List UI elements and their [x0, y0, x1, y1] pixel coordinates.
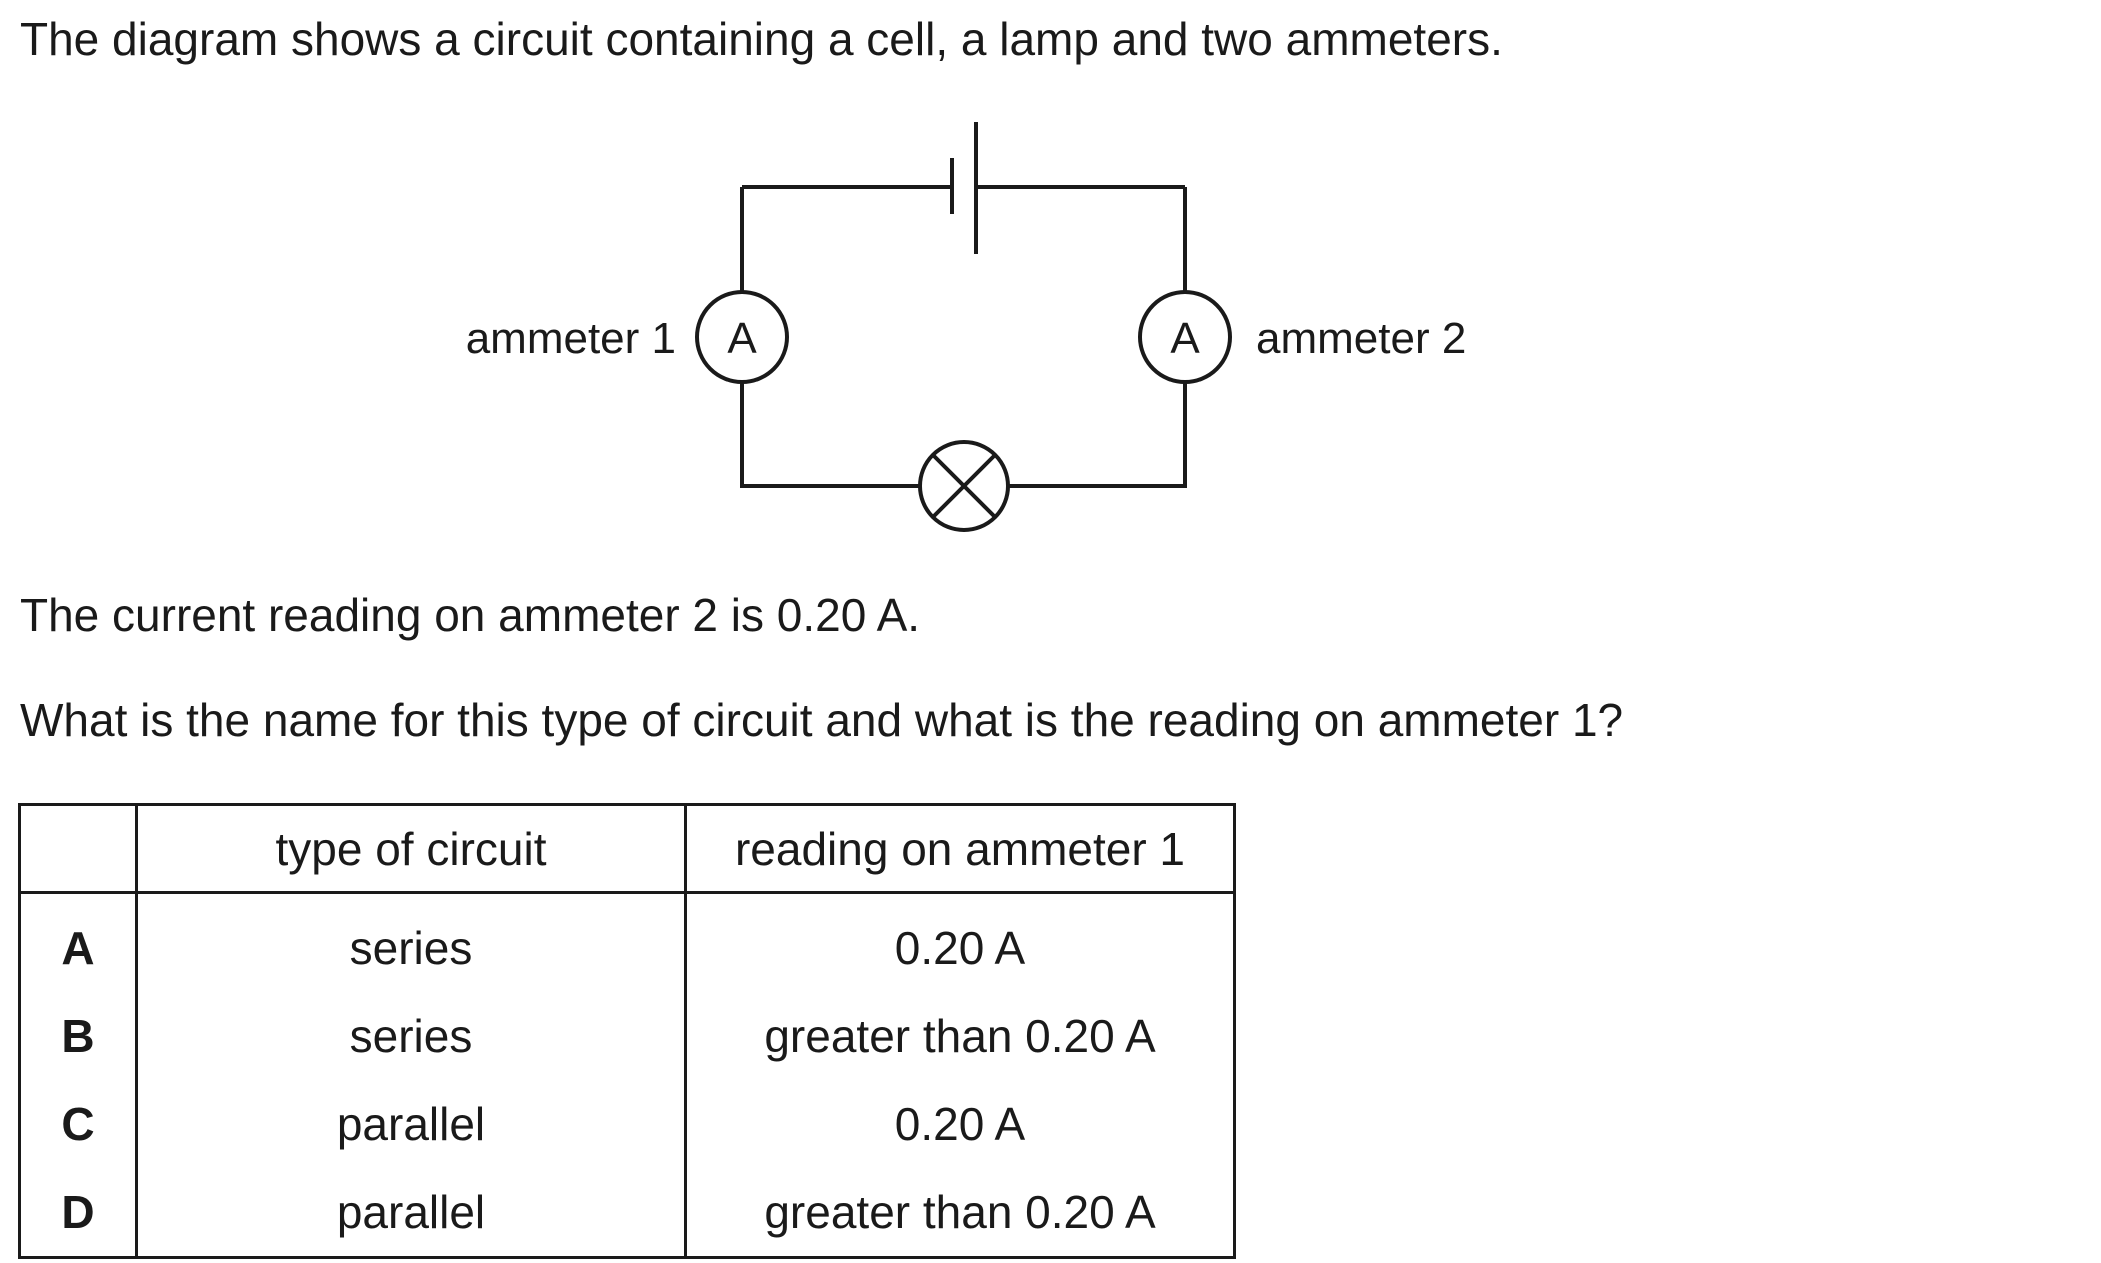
header-blank — [18, 803, 138, 894]
current-statement: The current reading on ammeter 2 is 0.20… — [20, 589, 921, 641]
option-type: series — [135, 892, 687, 992]
option-type: parallel — [135, 1168, 687, 1259]
option-reading: 0.20 A — [684, 1080, 1236, 1168]
circuit-diagram: A A ammeter 1 ammeter 2 — [466, 122, 1466, 532]
ammeter-2-letter: A — [1170, 314, 1200, 363]
table-header-row: type of circuit reading on ammeter 1 — [18, 803, 1236, 894]
option-type: series — [135, 992, 687, 1080]
option-row-d: D parallel greater than 0.20 A — [18, 1168, 1236, 1259]
ammeter-1-label: ammeter 1 — [466, 314, 676, 363]
option-reading: 0.20 A — [684, 892, 1236, 992]
header-type-of-circuit: type of circuit — [135, 803, 687, 894]
ammeter-2-symbol — [1138, 290, 1232, 384]
question-prompt: What is the name for this type of circui… — [20, 694, 1624, 746]
ammeter-2-label: ammeter 2 — [1256, 314, 1466, 363]
option-letter: C — [18, 1080, 138, 1168]
option-letter: A — [18, 892, 138, 992]
option-letter: B — [18, 992, 138, 1080]
ammeter-1-letter: A — [727, 314, 757, 363]
option-row-a: A series 0.20 A — [18, 892, 1236, 992]
header-reading-on-ammeter-1: reading on ammeter 1 — [684, 803, 1236, 894]
option-row-b: B series greater than 0.20 A — [18, 992, 1236, 1080]
wire-right-lower — [1008, 382, 1187, 488]
option-row-c: C parallel 0.20 A — [18, 1080, 1236, 1168]
wire-left-lower — [740, 382, 920, 488]
lamp-icon — [918, 440, 1010, 532]
answer-options-table: type of circuit reading on ammeter 1 A s… — [18, 803, 1236, 1259]
option-reading: greater than 0.20 A — [684, 992, 1236, 1080]
question-intro: The diagram shows a circuit containing a… — [20, 13, 1503, 65]
option-type: parallel — [135, 1080, 687, 1168]
ammeter-1-symbol — [695, 290, 789, 384]
option-letter: D — [18, 1168, 138, 1259]
option-reading: greater than 0.20 A — [684, 1168, 1236, 1259]
